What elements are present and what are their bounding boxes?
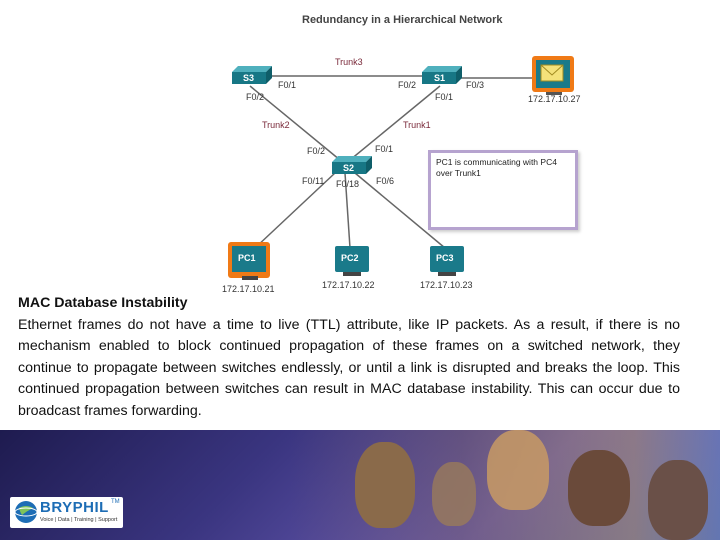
s3-port-f02: F0/2 xyxy=(246,92,264,102)
network-diagram: Redundancy in a Hierarchical Network Tru… xyxy=(210,8,600,296)
s1-port-f03: F0/3 xyxy=(466,80,484,90)
pc2-label: PC2 xyxy=(341,253,359,263)
bryphil-logo: BRYPHIL TM Voice | Data | Training | Sup… xyxy=(10,497,123,528)
pc3-ip: 172.17.10.23 xyxy=(420,280,473,290)
callout-box: PC1 is communicating with PC4 over Trunk… xyxy=(428,150,578,230)
trunk3-label: Trunk3 xyxy=(335,57,363,67)
section-heading: MAC Database Instability xyxy=(18,293,680,315)
s2-port-f018: F0/18 xyxy=(336,179,359,189)
s2-port-f011: F0/11 xyxy=(302,176,324,186)
trunk1-label: Trunk1 xyxy=(403,120,431,130)
photo-person-2 xyxy=(432,462,476,526)
globe-icon xyxy=(14,500,38,524)
switch-s2-label: S2 xyxy=(343,163,354,173)
s2-port-f01: F0/1 xyxy=(375,144,393,154)
trunk2-label: Trunk2 xyxy=(262,120,290,130)
logo-trademark: TM xyxy=(111,499,120,505)
pc4-ip: 172.17.10.27 xyxy=(528,94,581,104)
switch-s1-label: S1 xyxy=(434,73,445,83)
logo-tagline: Voice | Data | Training | Support xyxy=(40,517,117,523)
s2-port-f06: F0/6 xyxy=(376,176,394,186)
pc3-label: PC3 xyxy=(436,253,454,263)
pc1-label: PC1 xyxy=(238,253,256,263)
photo-person-4 xyxy=(568,450,630,526)
s3-port-f01: F0/1 xyxy=(278,80,296,90)
s2-port-f02: F0/2 xyxy=(307,146,325,156)
pc2-ip: 172.17.10.22 xyxy=(322,280,375,290)
photo-person-3 xyxy=(487,430,549,510)
pc4-icon xyxy=(532,56,574,95)
s1-port-f02: F0/2 xyxy=(398,80,416,90)
diagram-title: Redundancy in a Hierarchical Network xyxy=(302,14,503,26)
photo-person-5 xyxy=(648,460,708,540)
s1-port-f01: F0/1 xyxy=(435,92,453,102)
photo-person-1 xyxy=(355,442,415,528)
section-paragraph: Ethernet frames do not have a time to li… xyxy=(18,315,680,423)
body-text: MAC Database Instability Ethernet frames… xyxy=(18,293,680,422)
switch-s3-label: S3 xyxy=(243,73,254,83)
logo-wordmark: BRYPHIL xyxy=(40,499,109,516)
